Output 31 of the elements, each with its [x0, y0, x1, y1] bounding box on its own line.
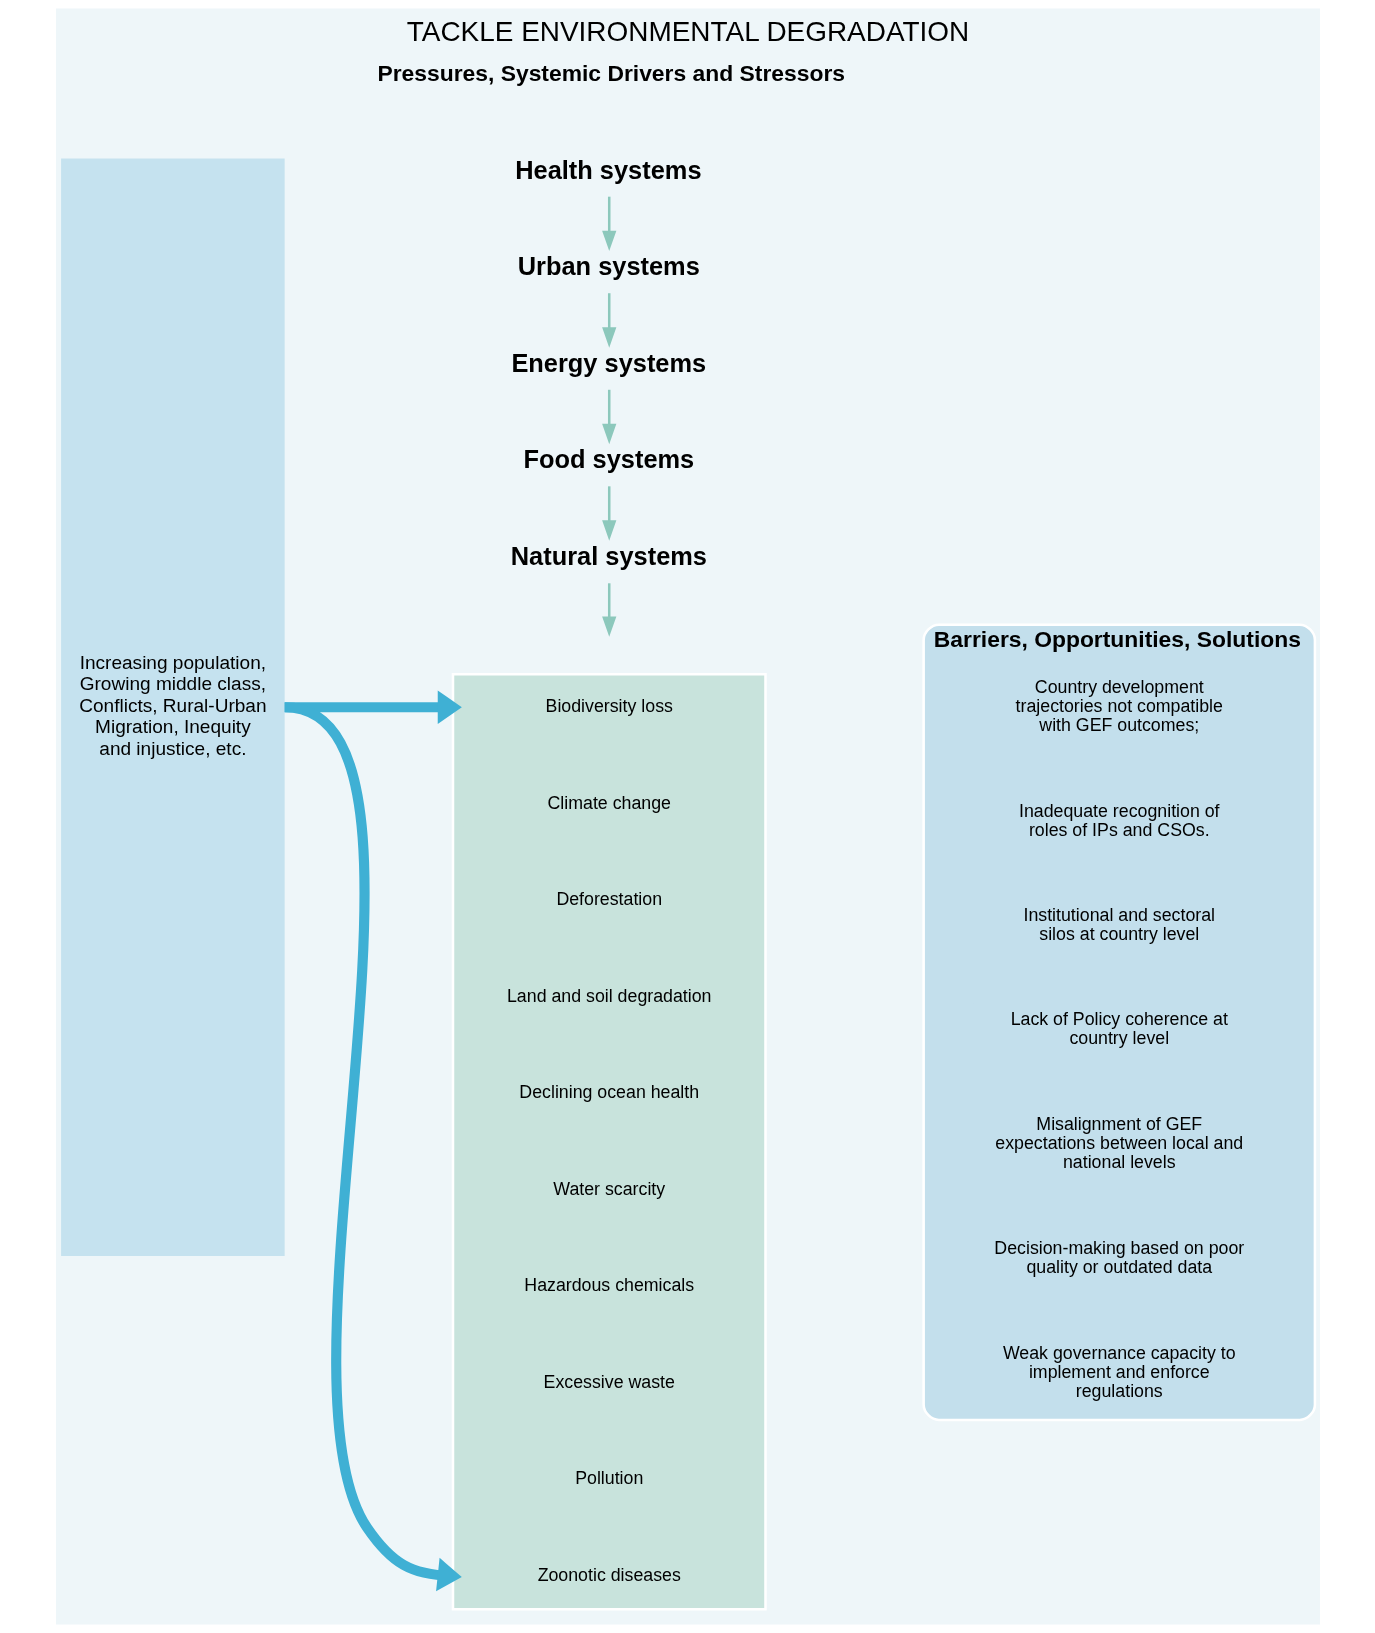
arrow — [282, 702, 462, 1592]
node-text: Health systems — [514, 155, 702, 184]
node-text: Excessive waste — [543, 1371, 675, 1392]
node-text: Lack of Policy coherence at country level — [1010, 1009, 1228, 1049]
node-text: Urban systems — [517, 252, 700, 281]
node-text: Decision-making based on poor quality or outdated data — [993, 1237, 1244, 1277]
node-text: Land and soil degradation — [506, 985, 711, 1006]
node-text: Deforestation — [555, 889, 662, 910]
cluster — [451, 672, 767, 1611]
arrow — [601, 293, 616, 348]
node-text: Declining ocean health — [518, 1082, 699, 1103]
arrow — [601, 196, 616, 252]
diagram-title: TACKLE ENVIRONMENTAL DEGRADATION — [406, 16, 969, 48]
arrow — [601, 389, 616, 445]
node-text: Hazardous chemicals — [523, 1275, 694, 1296]
arrow — [601, 486, 616, 541]
node-text: Weak governance capacity to implement and enforce regulations — [1002, 1342, 1236, 1401]
node-text: Biodiversity loss — [545, 695, 673, 716]
node-text: Pollution — [574, 1468, 643, 1489]
node-text: Food systems — [522, 445, 694, 474]
node-text: Zoonotic diseases — [537, 1564, 681, 1585]
node-box: Increasing population, Growing middle class, Conflicts, Rural-Urban Migration, Inequity and injustice, etc. — [60, 158, 285, 1257]
node-text: Country development trajectories not compatible with GEF outcomes; — [1015, 676, 1223, 736]
label: Pressures, Systemic Drivers and Stressors — [376, 60, 845, 87]
node-text: Energy systems — [510, 348, 706, 377]
node-text: Natural systems — [510, 541, 707, 570]
node-text: Institutional and sectoral silos at country level — [1022, 904, 1215, 944]
node-text: Inadequate recognition of roles of IPs and CSOs. — [1018, 800, 1220, 840]
node-text: Misalignment of GEF expectations between local and national levels — [994, 1113, 1243, 1173]
node-text: Climate change — [547, 792, 671, 813]
node-text: Water scarcity — [552, 1178, 665, 1199]
